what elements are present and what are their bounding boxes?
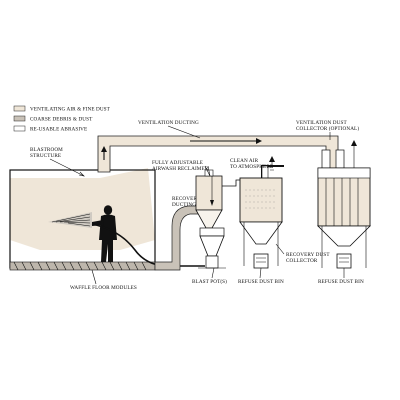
ventilation-dust-collector-label-2: COLLECTOR (OPTIONAL): [296, 125, 359, 132]
blast-pot: BLAST POT(S): [192, 227, 227, 285]
airwash-reclaimer-label: FULLY ADJUSTABLE: [152, 160, 203, 166]
airwash-reclaimer-label-2: AIRWASH RECLAIMER: [152, 166, 209, 172]
ventilation-ducting-label: VENTILATION DUCTING: [138, 120, 199, 126]
recovery-dust-collector-label: RECOVERY DUST: [286, 252, 330, 258]
blastroom-dust-cloud: [10, 168, 155, 250]
refuse-dust-bin-center-label: REFUSE DUST BIN: [238, 279, 284, 285]
blastroom-structure-label: BLASTROOM: [30, 147, 63, 153]
legend-swatch-reusable-abrasive: [13, 125, 26, 132]
refuse-dust-bin-center: [253, 253, 269, 269]
clean-air-label: CLEAN AIR: [230, 158, 259, 164]
legend-label-reusable-abrasive: RE-USABLE ABRASIVE: [30, 127, 87, 133]
blastroom: BLASTROOM STRUCTURE: [9, 147, 205, 271]
reclaimer-cyclone: [195, 175, 223, 211]
legend: VENTILATING AIR & FINE DUST COARSE DEBRI…: [13, 105, 111, 133]
refuse-dust-bin-right: [336, 253, 352, 269]
recovery-dust-collector: CLEAN AIR TO ATMOSPHERE RECOVERY DUST CO…: [222, 156, 330, 285]
recovery-collector-body: [239, 177, 283, 223]
clean-air-label-2: TO ATMOSPHERE: [230, 164, 273, 170]
legend-swatch-coarse-debris: [13, 115, 26, 122]
ventilation-dust-collector-label: VENTILATION DUST: [296, 120, 347, 126]
airwash-reclaimer: FULLY ADJUSTABLE AIRWASH RECLAIMER: [152, 160, 223, 229]
recovery-ducting-label: RECOVERY: [172, 196, 201, 202]
recovery-ducting: RECOVERY DUCTING: [154, 196, 201, 271]
legend-label-coarse-debris: COARSE DEBRIS & DUST: [30, 117, 93, 123]
ventilation-dust-collector: VENTILATION DUST COLLECTOR (OPTIONAL) RE…: [296, 120, 371, 285]
recovery-duct-body: [154, 205, 201, 271]
recovery-dust-collector-label-2: COLLECTOR: [286, 258, 318, 264]
legend-label-ventilating-air: VENTILATING AIR & FINE DUST: [30, 107, 111, 113]
blastroom-structure-label-2: STRUCTURE: [30, 153, 61, 159]
refuse-dust-bin-right-label: REFUSE DUST BIN: [318, 279, 364, 285]
recovery-ducting-label-2: DUCTING: [172, 202, 196, 208]
legend-swatch-ventilating-air: [13, 105, 26, 112]
waffle-floor-modules-label: WAFFLE FLOOR MODULES: [70, 285, 137, 291]
blast-pots-label: BLAST POT(S): [192, 278, 227, 285]
